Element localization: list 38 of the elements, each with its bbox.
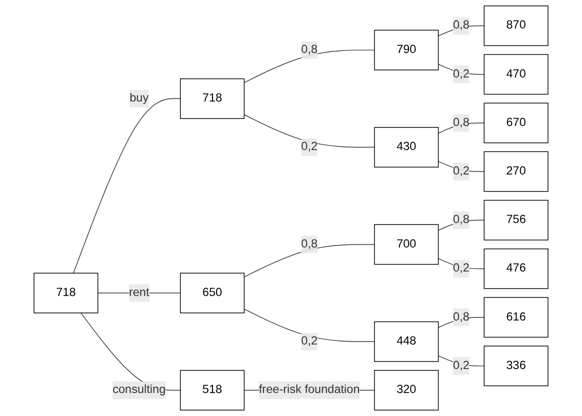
- edge-label: 0,2: [453, 262, 470, 275]
- node-box: 430: [374, 127, 439, 168]
- edge-label: 0,2: [301, 335, 318, 348]
- edge-label: buy: [130, 92, 149, 105]
- node-box: 718: [34, 272, 98, 314]
- edge-label: 0,2: [453, 68, 470, 80]
- connector: [73, 98, 181, 274]
- node-box: 756: [484, 200, 548, 240]
- node-box: 650: [180, 272, 245, 314]
- edge-label: 0,2: [453, 359, 470, 372]
- connector: [244, 308, 375, 342]
- node-box: 518: [180, 370, 245, 410]
- node-box: 470: [484, 54, 548, 95]
- edge-label: 0,8: [453, 19, 470, 32]
- edge-label: 0,8: [301, 43, 318, 56]
- connector: [244, 50, 375, 84]
- edge-label: 0,8: [301, 238, 318, 250]
- edge-label: rent: [128, 286, 150, 299]
- node-box: 320: [374, 370, 439, 410]
- node-box: 336: [484, 346, 548, 386]
- node-box: 670: [484, 102, 548, 144]
- edge-label: 0,8: [453, 214, 470, 226]
- connector: [244, 244, 375, 278]
- node-box: 718: [180, 78, 245, 119]
- node-box: 270: [484, 151, 548, 192]
- edge-label: free-risk foundation: [258, 384, 360, 396]
- node-box: 790: [374, 30, 439, 70]
- edge-label: 0,8: [453, 310, 470, 324]
- edge-label: 0,2: [301, 140, 318, 154]
- connector: [244, 114, 375, 148]
- node-box: 476: [484, 248, 548, 289]
- edge-label: 0,2: [453, 164, 470, 178]
- node-box: 870: [484, 6, 548, 46]
- edge-label: consulting: [112, 384, 166, 396]
- node-box: 700: [374, 224, 439, 265]
- edge-label: 0,8: [453, 116, 470, 129]
- node-box: 448: [374, 321, 439, 362]
- node-box: 616: [484, 297, 548, 338]
